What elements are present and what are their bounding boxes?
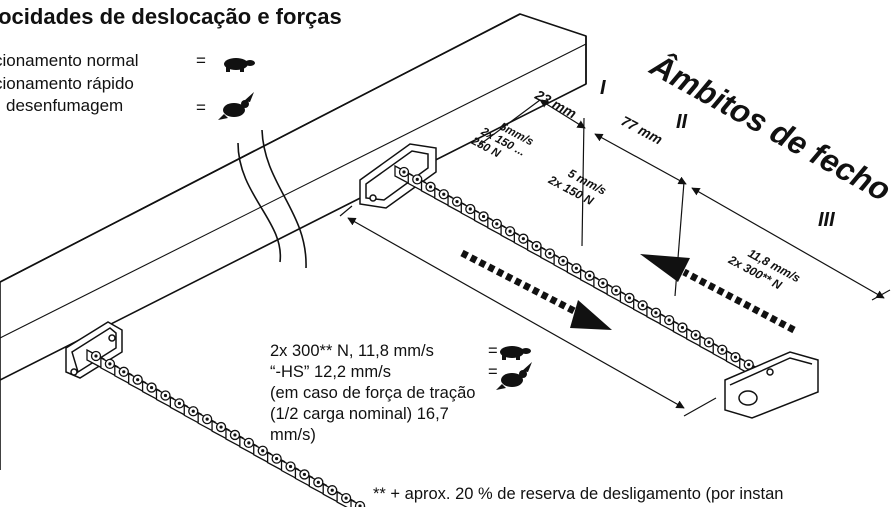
legend-fast-label-2: desenfumagem — [6, 96, 124, 115]
footnote: ** + aprox. 20 % de reserva de desligame… — [373, 485, 784, 503]
range-ii-numeral: II — [676, 111, 688, 133]
legend-fast-equals: = — [196, 98, 206, 117]
speed-line-2: “-HS” 12,2 mm/s — [270, 363, 392, 381]
chain-link — [266, 451, 286, 473]
dimension-ii: 77 mm — [619, 113, 666, 148]
window-profile — [0, 13, 587, 470]
lower-chain — [86, 348, 366, 507]
speed-line-4: (1/2 carga nominal) 16,7 — [270, 405, 449, 423]
chain-link — [350, 498, 366, 507]
chain-link — [114, 364, 133, 386]
speed-line-5: mm/s) — [270, 426, 316, 444]
cable — [237, 129, 307, 269]
rabbit-icon — [496, 362, 532, 390]
chain-link — [294, 467, 314, 489]
range-i-numeral: I — [600, 77, 606, 99]
turtle-icon — [500, 346, 531, 360]
dimension-lines — [339, 99, 891, 417]
chain-link — [280, 459, 300, 481]
legend-normal-label: cionamento normal — [0, 51, 139, 70]
chain-link — [155, 388, 175, 410]
chain-link — [336, 491, 355, 507]
rabbit-icon — [218, 92, 254, 120]
speed-line-3: (em caso de força de tração — [270, 384, 476, 402]
chain-end — [724, 351, 819, 419]
chain-link — [128, 372, 147, 394]
speed-line-2-equals: = — [488, 363, 498, 381]
speed-line-1: 2x 300** N, 11,8 mm/s — [270, 342, 434, 360]
lower-drive — [65, 321, 123, 379]
chain-link — [239, 435, 258, 457]
turtle-icon — [224, 58, 255, 72]
range-iii-numeral: III — [818, 209, 835, 231]
speed-line-1-equals: = — [488, 342, 498, 360]
page-title: locidades de deslocação e forças — [0, 4, 342, 29]
legend-normal-equals: = — [196, 51, 206, 70]
direction-arrows — [460, 249, 796, 334]
legend-fast-label-1: cionamento rápido — [0, 74, 134, 93]
